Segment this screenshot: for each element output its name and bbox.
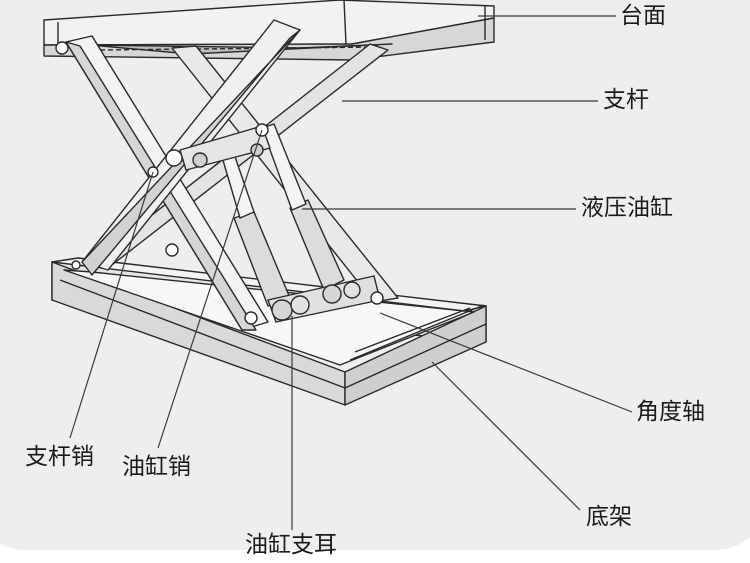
- base-pin-left: [244, 311, 258, 325]
- leader-arm-pin: [69, 171, 154, 439]
- center-pin: [165, 149, 183, 167]
- base-pin-right: [370, 291, 384, 305]
- leader-lines: [69, 15, 633, 530]
- scissor-arm-front: [65, 19, 301, 331]
- cylinder-top-joint: [192, 152, 208, 168]
- label-arm-pin: 支杆销: [25, 444, 94, 470]
- cylinder-lug-4: [343, 281, 361, 299]
- label-hinge-shaft: 角度轴: [636, 399, 705, 425]
- label-cylinder-pin: 油缸销: [122, 454, 191, 480]
- leader-cylinder-pin: [157, 129, 263, 449]
- label-platform: 台面: [620, 3, 666, 29]
- cylinder-lug-2: [290, 295, 310, 315]
- label-base-frame: 底架: [586, 504, 632, 530]
- leader-hinge-shaft: [379, 312, 633, 413]
- label-cylinder-lug: 油缸支耳: [245, 532, 337, 558]
- hydraulic-cylinder-right: [261, 123, 345, 291]
- lower-cross-pin: [165, 243, 179, 257]
- label-hydraulic-cylinder: 液压油缸: [581, 195, 673, 221]
- platform-pin-left: [55, 41, 69, 55]
- base-corner-pin: [71, 260, 81, 270]
- cylinder-lug-3: [322, 284, 342, 304]
- label-arm: 支杆: [603, 87, 649, 113]
- leader-base-frame: [431, 361, 581, 511]
- cylinder-lug: [271, 299, 293, 321]
